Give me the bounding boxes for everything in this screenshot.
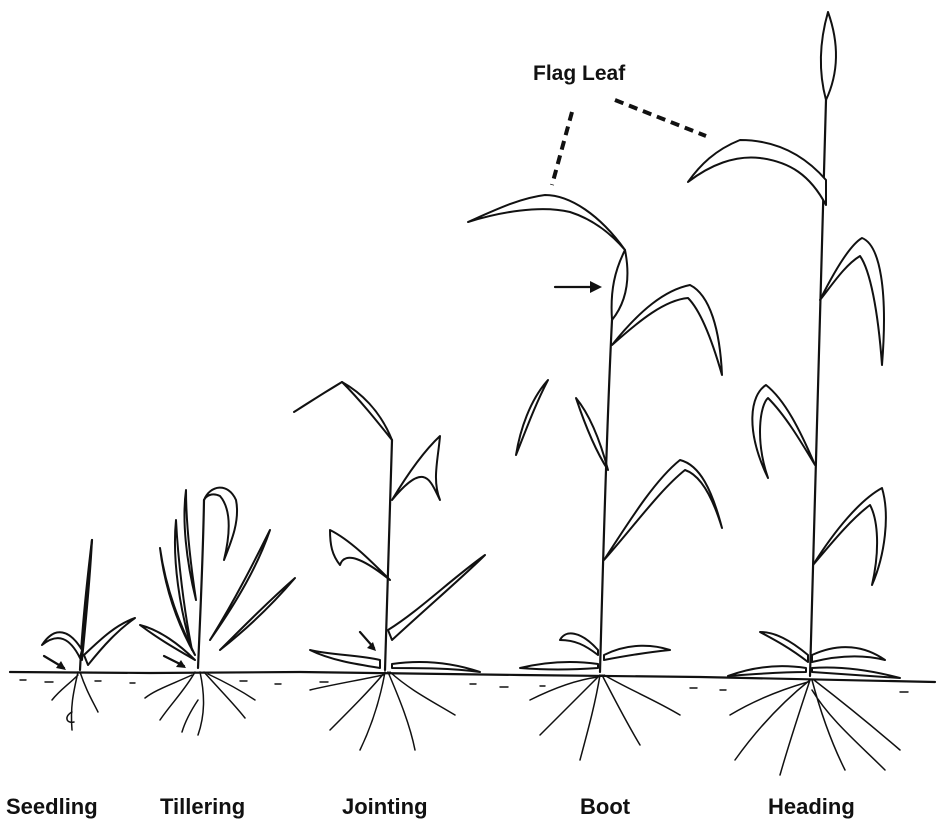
seedling-plant bbox=[42, 540, 135, 730]
jointing-node-arrow bbox=[360, 632, 376, 651]
stage-label-jointing: Jointing bbox=[342, 794, 428, 820]
heading-plant bbox=[688, 12, 900, 775]
stage-label-tillering: Tillering bbox=[160, 794, 245, 820]
jointing-plant bbox=[294, 382, 485, 750]
stage-label-boot: Boot bbox=[580, 794, 630, 820]
tillering-plant bbox=[140, 488, 295, 735]
tillering-crown-arrow bbox=[164, 656, 186, 668]
stage-label-seedling: Seedling bbox=[6, 794, 98, 820]
flag-leaf-label: Flag Leaf bbox=[533, 62, 625, 86]
wheat-head bbox=[821, 12, 836, 100]
flag-leaf-callout-lines bbox=[552, 100, 706, 185]
boot-arrow bbox=[555, 281, 602, 293]
seedling-crown-arrow bbox=[44, 656, 66, 670]
ground-line bbox=[10, 672, 935, 692]
stage-label-heading: Heading bbox=[768, 794, 855, 820]
